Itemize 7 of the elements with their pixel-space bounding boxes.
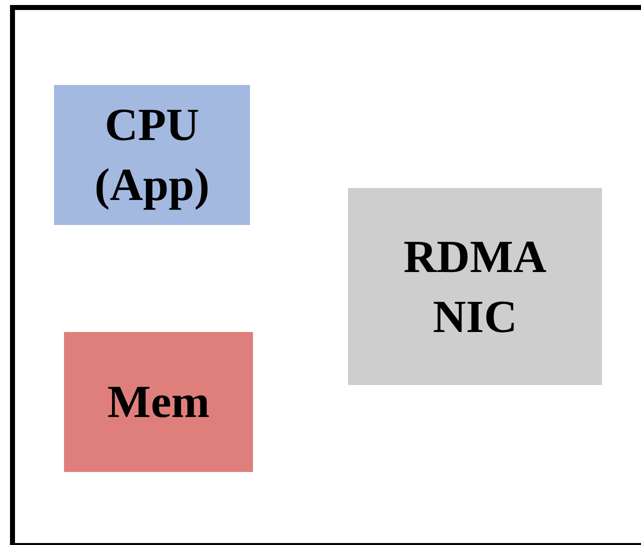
frame-box xyxy=(10,5,641,545)
component-label: RDMA NIC xyxy=(402,230,548,344)
component-box xyxy=(348,188,602,385)
component-box xyxy=(64,332,253,472)
component-label: CPU (App) xyxy=(93,98,211,212)
component-label: Mem xyxy=(107,375,210,430)
component-box xyxy=(54,85,250,225)
